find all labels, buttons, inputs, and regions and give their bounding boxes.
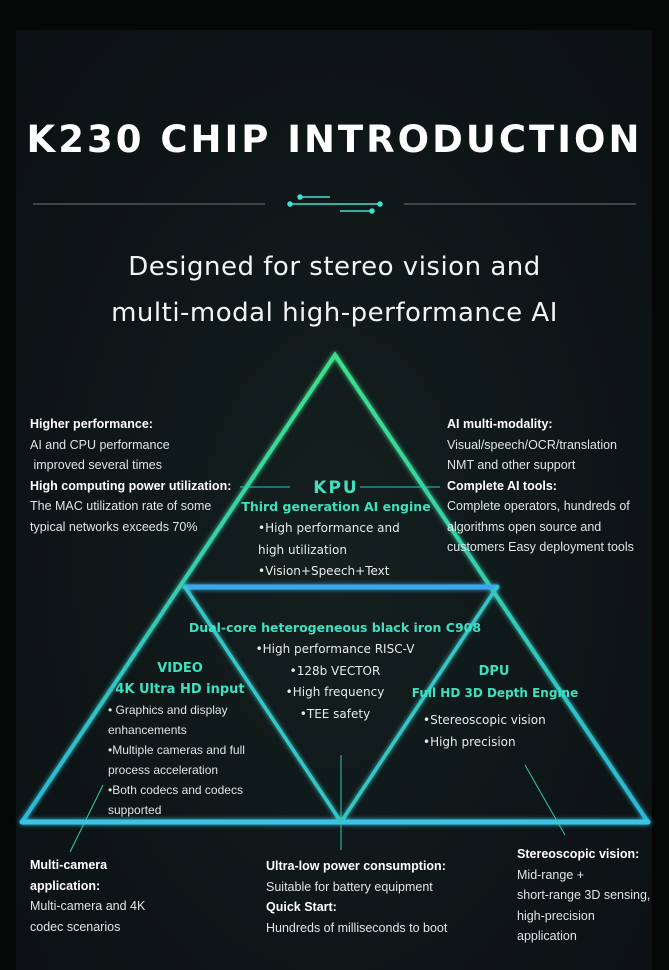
kpu-title: KPU <box>313 478 359 498</box>
heading: Ultra-low power consumption: <box>266 859 446 873</box>
outer-triangle <box>20 351 650 824</box>
heading: Quick Start: <box>266 900 337 914</box>
text: The MAC utilization rate of some <box>30 499 212 513</box>
text: typical networks exceeds 70% <box>30 519 198 534</box>
subtitle-line-1: Designed for stereo vision and <box>128 252 541 282</box>
bullet: •Vision+Speech+Text <box>258 564 390 578</box>
dpu-subtitle: Full HD 3D Depth Engine <box>411 686 579 700</box>
bullet: •High performance and <box>258 521 400 535</box>
text: Mid-range + <box>517 867 585 882</box>
heading: High computing power utilization: <box>30 478 232 493</box>
text: high-precision <box>517 908 595 923</box>
cpu-bullets: •High performance RISC-V •128b VECTOR •H… <box>240 639 430 725</box>
video-title: VIDEO <box>157 661 203 676</box>
text: AI and CPU performance <box>30 437 170 452</box>
bullet: high utilization <box>258 542 347 557</box>
kpu-subtitle: Third generation AI engine <box>230 499 442 514</box>
text: Complete operators, hundreds of <box>447 499 630 513</box>
video-bullets: • Graphics and display enhancements •Mul… <box>108 700 245 820</box>
bottom-center-features: Ultra-low power consumption: Suitable fo… <box>266 856 447 938</box>
heading: Higher performance: <box>30 417 153 431</box>
bottom-left-features: Multi-camera application: Multi-camera a… <box>30 855 145 937</box>
bullet: •TEE safety <box>299 706 371 721</box>
bullet: •High frequency <box>285 685 385 699</box>
bullet: •Both codecs and codecs <box>108 783 243 797</box>
bullet: enhancements <box>108 723 187 737</box>
bottom-right-features: Stereoscopic vision: Mid-range + short-r… <box>517 844 650 947</box>
heading: AI multi-modality: <box>447 417 553 431</box>
right-top-features: AI multi-modality: Visual/speech/OCR/tra… <box>447 414 634 558</box>
text: NMT and other support <box>447 458 576 472</box>
bullet: •Stereoscopic vision <box>423 713 546 727</box>
heading: Complete AI tools: <box>447 478 557 493</box>
page-title: K230 CHIP INTRODUCTION <box>26 118 643 161</box>
kpu-subtitle-text: Third generation AI engine <box>241 499 431 514</box>
text: application <box>517 929 577 943</box>
dpu-title: DPU <box>478 664 510 679</box>
video-subtitle: 4K Ultra HD input <box>115 682 245 697</box>
text: codec scenarios <box>30 919 121 934</box>
text: Multi-camera and 4K <box>30 899 146 913</box>
cpu-title: Dual-core heterogeneous black iron C908 <box>188 620 482 635</box>
bullet: •High performance RISC-V <box>255 642 415 656</box>
heading: Multi-camera <box>30 858 108 872</box>
bullet: •128b VECTOR <box>289 663 381 678</box>
kpu-bullets: •High performance and high utilization •… <box>258 518 400 583</box>
bullet: process acceleration <box>108 763 219 777</box>
subtitle-line-2: multi-modal high-performance AI <box>111 298 558 328</box>
circuit-divider-icon <box>287 194 383 214</box>
dpu-bullets: •Stereoscopic vision •High precision <box>423 710 546 753</box>
bullet: supported <box>108 803 162 817</box>
bullet: • Graphics and display <box>108 703 228 717</box>
text: short-range 3D sensing, <box>517 888 651 902</box>
text: customers Easy deployment tools <box>447 540 634 554</box>
text: algorithms open source and <box>447 519 602 534</box>
heading: application: <box>30 878 101 893</box>
text: improved several times <box>30 458 162 472</box>
heading: Stereoscopic vision: <box>517 847 640 861</box>
text: Suitable for battery equipment <box>266 879 433 894</box>
bullet: •High precision <box>423 734 516 749</box>
bullet: •Multiple cameras and full <box>108 743 245 757</box>
text: Visual/speech/OCR/translation <box>447 437 617 452</box>
text: Hundreds of milliseconds to boot <box>266 920 448 935</box>
left-top-features: Higher performance: AI and CPU performan… <box>30 414 231 537</box>
